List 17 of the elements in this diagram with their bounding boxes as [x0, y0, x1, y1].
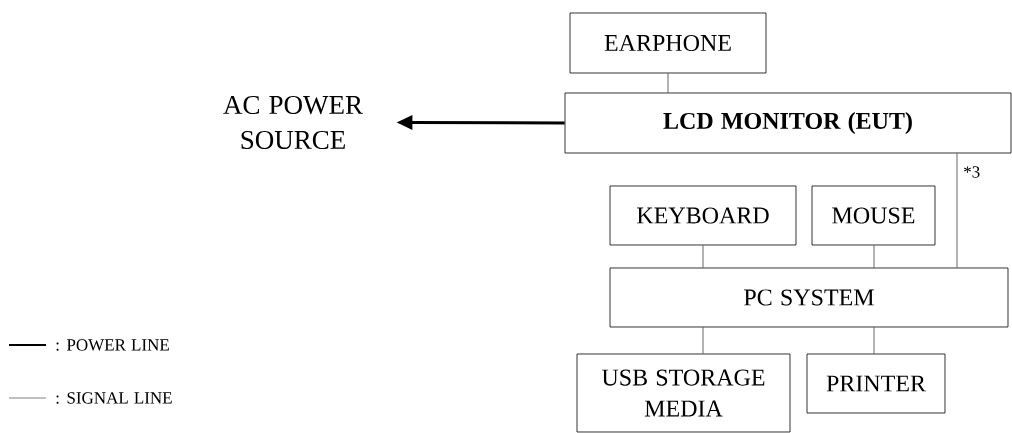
connector-line [667, 73, 669, 93]
device-box: KEYBOARD [609, 185, 797, 246]
device-box: PC SYSTEM [609, 267, 1009, 328]
source-label: AC POWER SOURCE [223, 95, 363, 150]
connector-line [956, 153, 958, 268]
legend-text: : POWER LINE [56, 339, 169, 351]
connector-line [702, 245, 704, 268]
connector-line [702, 327, 704, 354]
device-box: USB STORAGE MEDIA [576, 353, 791, 433]
connector-line [873, 327, 875, 354]
device-box: MOUSE [811, 185, 936, 246]
legend-text: : SIGNAL LINE [56, 392, 172, 404]
device-box: PRINTER [806, 353, 946, 414]
connector-line [873, 245, 875, 268]
device-box: EARPHONE [569, 12, 767, 74]
edge-label: *3 [964, 166, 980, 178]
device-box: LCD MONITOR (EUT) [564, 92, 1012, 154]
